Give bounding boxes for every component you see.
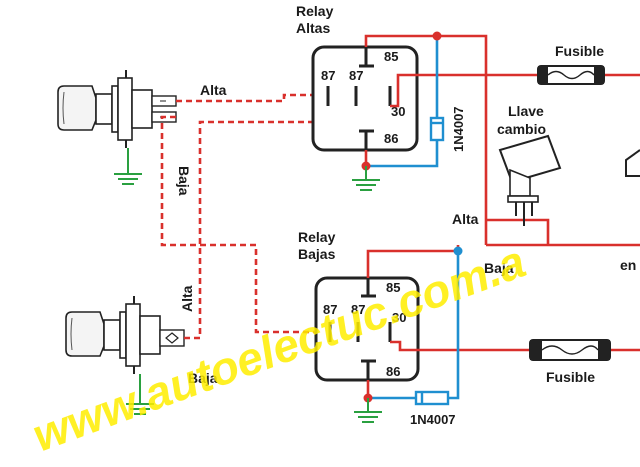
lamp-bottom xyxy=(65,296,185,374)
relay-bajas-title-2: Bajas xyxy=(298,246,336,262)
relay-altas: 85 87 87 30 86 xyxy=(311,45,419,152)
fuse-top xyxy=(537,65,605,85)
ground-relay-bajas xyxy=(354,398,382,423)
relay-bajas: 85 87 87 30 86 xyxy=(314,276,420,382)
diode-bottom-label: 1N4007 xyxy=(410,412,456,427)
relay-bajas-pin86: 86 xyxy=(386,364,400,379)
lamp-top xyxy=(57,70,177,148)
relay-bajas-pin87: 87 xyxy=(351,302,365,317)
switch-label-2: cambio xyxy=(497,121,546,137)
lamp-bottom-baja-label: Baja xyxy=(188,370,218,386)
relay-altas-title-2: Altas xyxy=(296,20,330,36)
partial-component xyxy=(625,149,640,177)
relay-bajas-pin87a: 87 xyxy=(323,302,337,317)
relay-altas-title-1: Relay xyxy=(296,3,334,19)
relay-altas-pin86: 86 xyxy=(384,131,398,146)
ground-lamp-bottom xyxy=(126,374,154,415)
ground-relay-altas xyxy=(352,166,380,191)
fuse-bottom xyxy=(529,339,611,361)
relay-altas-pin30: 30 xyxy=(391,104,405,119)
relay-altas-pin85: 85 xyxy=(384,49,398,64)
switch-label-1: Llave xyxy=(508,103,544,119)
lamp-top-alta-label: Alta xyxy=(200,82,227,98)
diode-top xyxy=(429,116,445,142)
relay-altas-pin87: 87 xyxy=(349,68,363,83)
switch-alta-label: Alta xyxy=(452,211,479,227)
diode-bottom xyxy=(414,390,450,406)
fuse-top-label: Fusible xyxy=(555,43,604,59)
relay-altas-pin87a: 87 xyxy=(321,68,335,83)
control-wires xyxy=(366,36,460,400)
lamp-top-baja-label: Baja xyxy=(176,166,192,196)
fuse-bottom-label: Fusible xyxy=(546,369,595,385)
relay-bajas-title-1: Relay xyxy=(298,229,336,245)
lamp-bottom-alta-label: Alta xyxy=(179,285,195,312)
ground-lamp-top xyxy=(114,148,142,185)
diode-top-label: 1N4007 xyxy=(451,106,466,152)
relay-bajas-pin85: 85 xyxy=(386,280,400,295)
relay-bajas-pin30: 30 xyxy=(392,310,406,325)
light-switch xyxy=(498,134,562,226)
switch-baja-label: Baja xyxy=(484,260,514,276)
cut-text: en xyxy=(620,257,636,273)
